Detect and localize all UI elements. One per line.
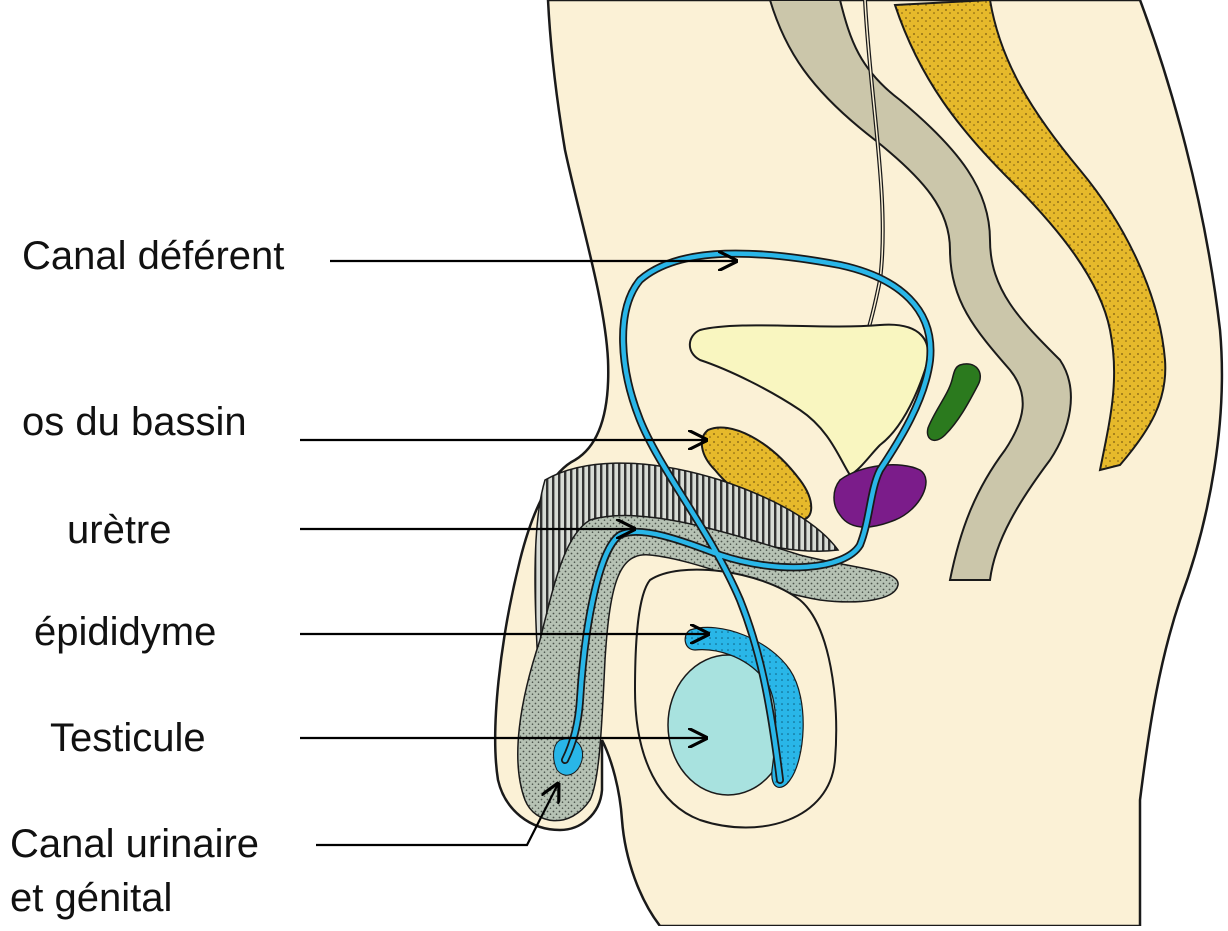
label-epididyme: épididyme (34, 608, 216, 656)
label-os-du-bassin: os du bassin (22, 398, 247, 446)
label-uretre: urètre (67, 506, 172, 554)
label-canal-urinaire-line1: Canal urinaire (10, 820, 259, 868)
label-canal-deferent: Canal déférent (22, 232, 284, 280)
label-testicule: Testicule (50, 714, 206, 762)
label-canal-urinaire-line2: et génital (10, 874, 172, 922)
